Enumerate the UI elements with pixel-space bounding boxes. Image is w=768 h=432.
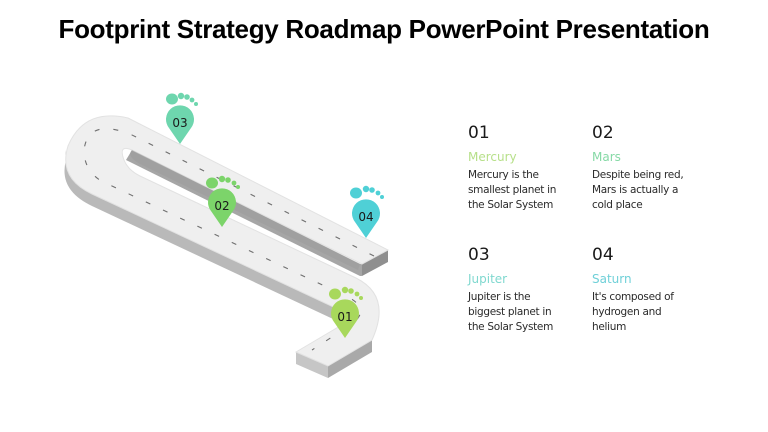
- map-pin-icon: [166, 105, 194, 144]
- item-number: 03: [468, 245, 490, 265]
- footprint-icon: [350, 185, 384, 199]
- marker-label: 02: [214, 199, 229, 213]
- marker-label: 03: [172, 116, 187, 130]
- marker-label: 04: [358, 210, 373, 224]
- info-item-04: 04 Saturn It's composed of hydrogen and …: [592, 245, 712, 335]
- marker-03[interactable]: 03: [166, 92, 198, 144]
- marker-02[interactable]: 02: [206, 175, 240, 227]
- item-name: Mars: [592, 150, 621, 164]
- footprint-icon: [206, 175, 240, 189]
- info-item-02: 02 Mars Despite being red, Mars is actua…: [592, 123, 712, 213]
- item-description: Despite being red, Mars is actually a co…: [592, 169, 684, 211]
- item-name: Jupiter: [468, 272, 508, 286]
- item-description: Jupiter is the biggest planet in the Sol…: [468, 291, 554, 333]
- page-title: Footprint Strategy Roadmap PowerPoint Pr…: [58, 14, 710, 44]
- map-pin-icon: [208, 188, 236, 227]
- item-number: 01: [468, 123, 490, 143]
- footprint-icon: [329, 286, 363, 300]
- marker-01[interactable]: 01: [329, 286, 363, 338]
- item-description: It's composed of hydrogen and helium: [592, 291, 674, 333]
- item-number: 04: [592, 245, 614, 265]
- road-surface: [65, 115, 390, 367]
- marker-label: 01: [337, 310, 352, 324]
- item-name: Saturn: [592, 272, 632, 286]
- footprint-icon: [166, 92, 198, 106]
- info-item-01: 01 Mercury Mercury is the smallest plane…: [468, 123, 588, 213]
- info-item-03: 03 Jupiter Jupiter is the biggest planet…: [468, 245, 588, 335]
- item-number: 02: [592, 123, 614, 143]
- marker-04[interactable]: 04: [350, 185, 384, 238]
- item-description: Mercury is the smallest planet in the So…: [468, 169, 557, 211]
- map-pin-icon: [331, 299, 359, 338]
- map-pin-icon: [352, 199, 380, 238]
- item-name: Mercury: [468, 150, 517, 164]
